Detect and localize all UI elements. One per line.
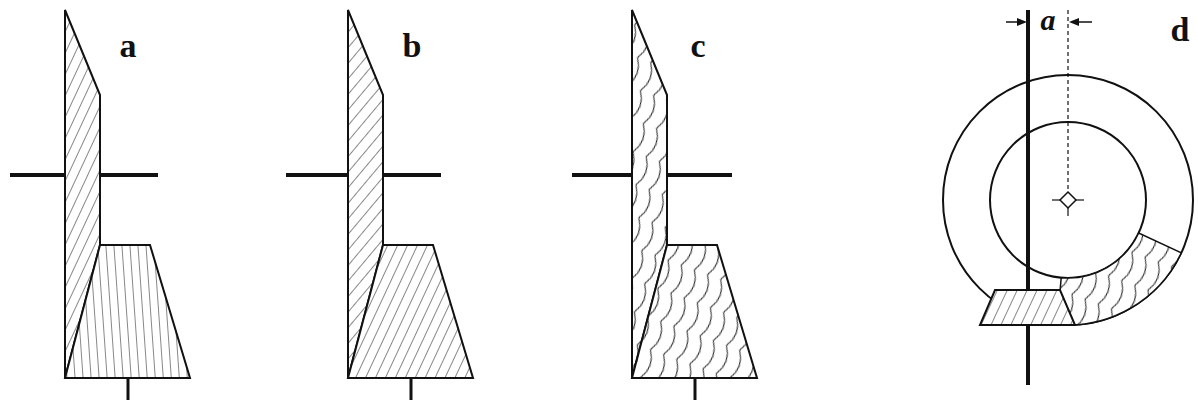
gear-pair-b bbox=[286, 10, 473, 400]
hypoid-top-view bbox=[943, 10, 1193, 385]
gear-pair-a bbox=[10, 10, 190, 400]
dimension-label: a bbox=[1041, 5, 1056, 35]
figure-letter: d bbox=[1171, 13, 1190, 47]
figure-letter: c bbox=[690, 29, 705, 63]
figure-letter: a bbox=[120, 29, 137, 63]
figure-letter: b bbox=[403, 29, 422, 63]
gear-pair-c bbox=[572, 10, 757, 400]
